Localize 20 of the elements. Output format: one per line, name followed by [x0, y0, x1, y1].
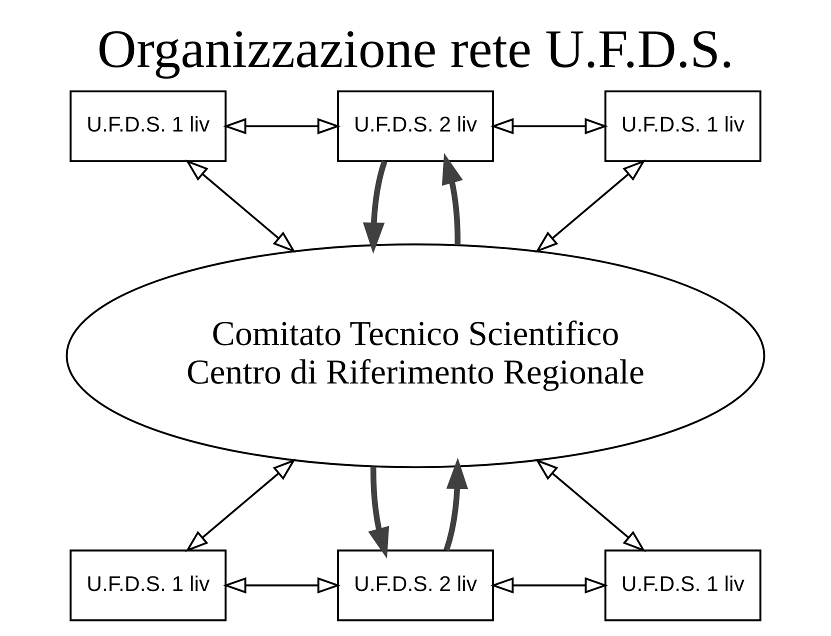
arrow — [444, 458, 468, 552]
node-box: U.F.D.S. 1 liv — [70, 90, 227, 162]
arrow — [490, 577, 608, 594]
diagram-title: Organizzazione rete U.F.D.S. — [97, 18, 734, 79]
arrow — [223, 577, 341, 594]
arrow — [362, 160, 388, 254]
node-ellipse: Comitato Tecnico Scientifico Centro di Riferimento Regionale — [66, 243, 766, 468]
node-box: U.F.D.S. 1 liv — [70, 550, 227, 622]
arrow — [442, 152, 463, 245]
node-box: U.F.D.S. 2 liv — [337, 550, 494, 622]
node-box: U.F.D.S. 1 liv — [604, 90, 762, 162]
node-box: U.F.D.S. 2 liv — [337, 90, 494, 162]
arrow — [535, 160, 646, 253]
node-box: U.F.D.S. 1 liv — [604, 550, 762, 622]
arrow — [223, 118, 341, 134]
arrow — [185, 458, 296, 552]
arrow — [185, 160, 296, 253]
arrow — [490, 118, 608, 134]
arrow — [368, 466, 390, 559]
arrow — [535, 458, 646, 552]
